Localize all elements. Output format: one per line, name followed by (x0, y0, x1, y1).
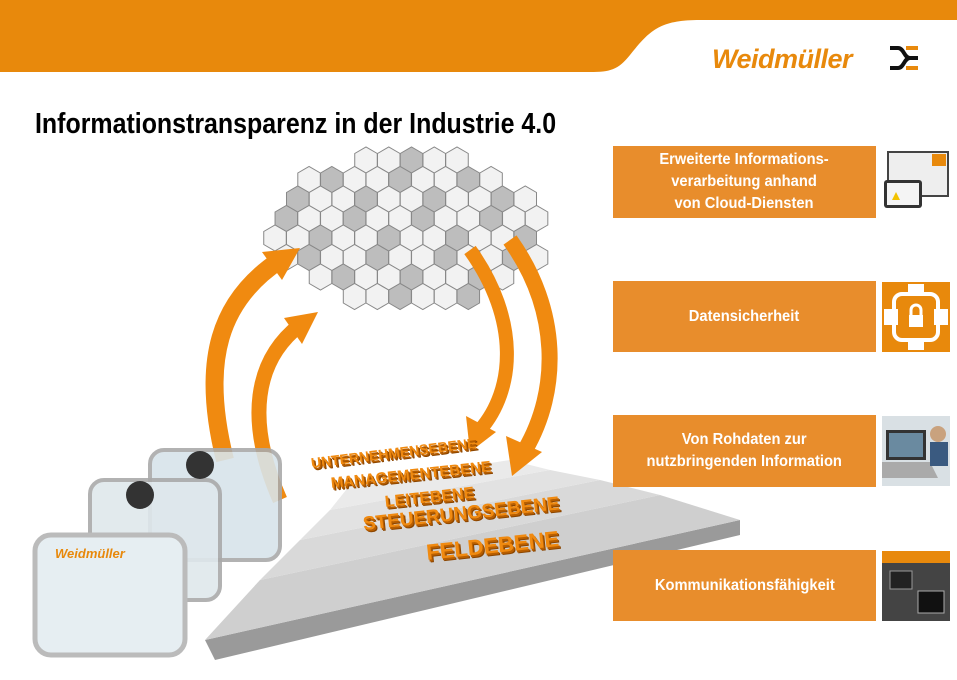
brand-logo: Weidmüller (712, 44, 853, 74)
step-2 (260, 480, 660, 580)
dashboard-devices-icon (884, 151, 949, 208)
feature-label: Erweiterte Informations- verarbeitung an… (659, 151, 830, 212)
logo-mark-icon (890, 46, 918, 70)
hexagon-cell (456, 282, 481, 311)
device-brand: Weidmüller (55, 546, 126, 561)
laptop-user-icon (882, 416, 950, 486)
hexagon-cloud (263, 146, 549, 311)
feature-box-communication: Kommunikationsfähigkeit (613, 550, 876, 621)
step-3 (300, 470, 600, 540)
network-port-icon (882, 551, 950, 621)
lock-icon (882, 282, 950, 352)
feature-box-security: Datensicherheit (613, 281, 876, 352)
device-knob (126, 481, 154, 509)
feature-label: Datensicherheit (689, 307, 800, 325)
step-4 (330, 460, 550, 510)
feature-label: Von Rohdaten zur nutzbringenden Informat… (646, 431, 843, 470)
arrow-down-inner (464, 245, 514, 435)
arrow-up-outer-head (262, 248, 300, 280)
arrow-up-inner-head (284, 312, 318, 344)
feature-box-information: Von Rohdaten zur nutzbringenden Informat… (613, 415, 876, 487)
arrow-down-outer (503, 235, 558, 455)
page-title: Informationstransparenz in der Industrie… (35, 108, 557, 140)
arrow-down-outer-head (506, 436, 542, 476)
step-feldebene (205, 520, 740, 660)
arrow-down-inner-head (466, 416, 496, 452)
feature-box-cloud: Erweiterte Informations- verarbeitung an… (613, 146, 876, 218)
step-base (205, 495, 740, 640)
arrow-up-outer (205, 252, 286, 463)
industry-pyramid-illustration: Weidmüller (32, 146, 740, 660)
device-module-front (32, 532, 188, 658)
header-banner (0, 0, 957, 72)
device-knob (186, 451, 214, 479)
feature-label: Kommunikationsfähigkeit (654, 576, 835, 594)
